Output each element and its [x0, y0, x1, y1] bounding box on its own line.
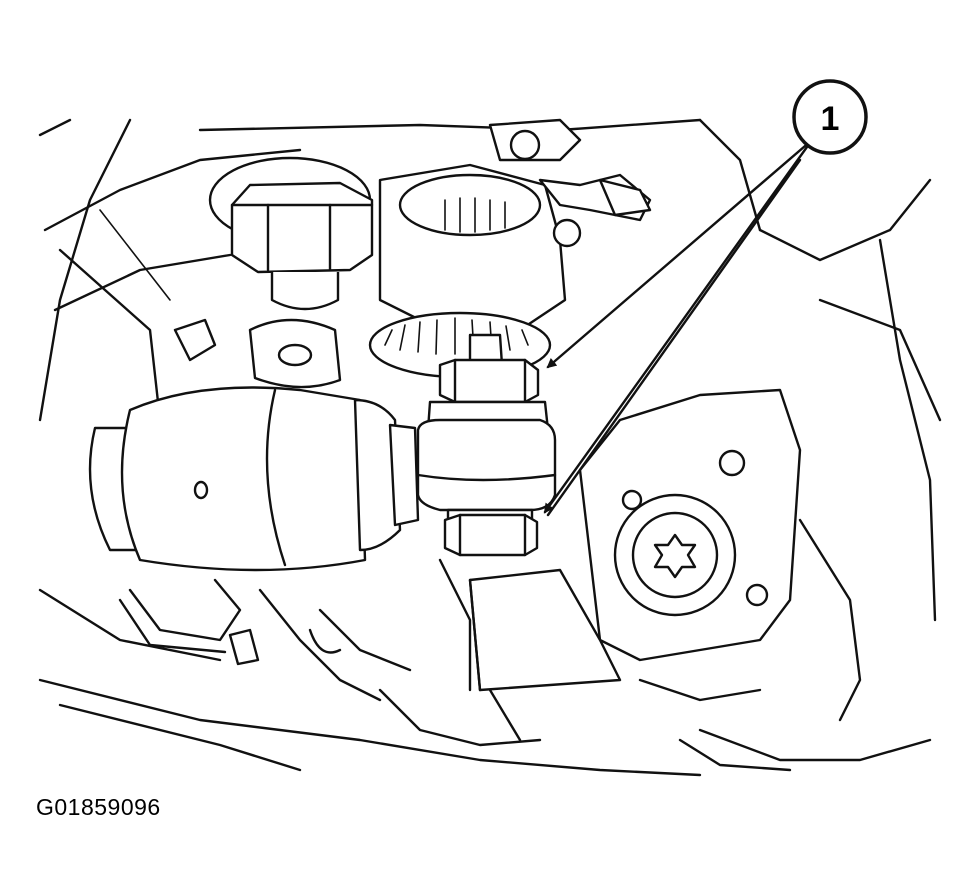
lower-pipework [118, 558, 472, 702]
upper-bracket [378, 118, 652, 332]
engine-background-linework [38, 118, 942, 777]
leader-arrow-lower [546, 158, 802, 517]
right-bracket-plate [468, 388, 802, 692]
leader-arrow-middle [543, 138, 814, 514]
mounting-ear [173, 318, 342, 389]
sensor-assembly [416, 333, 557, 557]
callout-bubble: 1 [792, 79, 868, 155]
leader-arrow-upper [546, 138, 814, 369]
figure-id-label: G01859096 [36, 794, 161, 820]
cylinder-body [88, 386, 420, 572]
callout-number: 1 [821, 100, 840, 138]
hex-bolt-large [208, 156, 374, 311]
callout-leaders [543, 138, 814, 517]
